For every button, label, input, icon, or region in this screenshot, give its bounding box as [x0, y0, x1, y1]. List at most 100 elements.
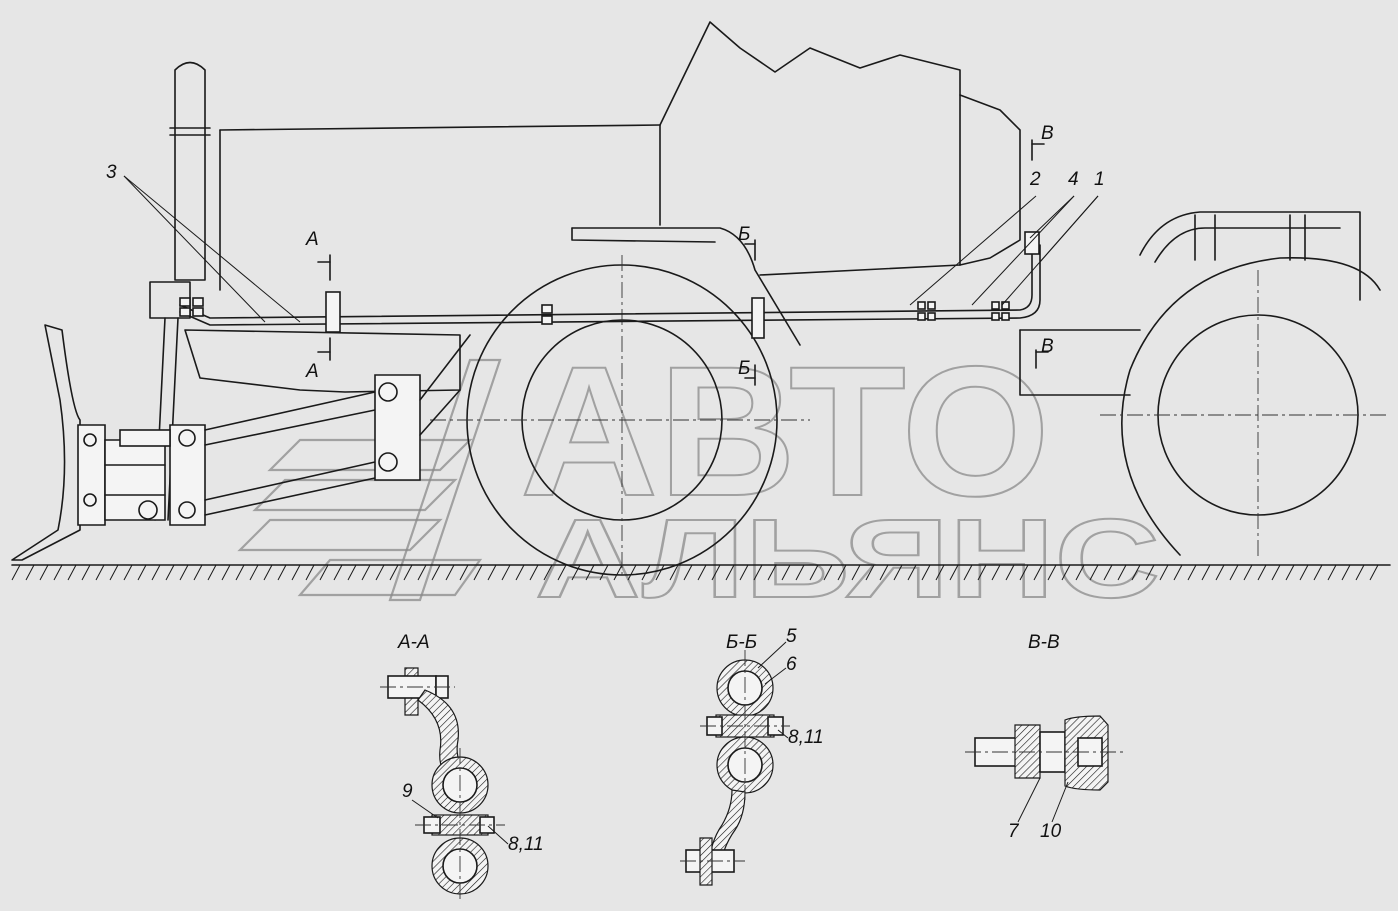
svg-text:3: 3	[106, 162, 117, 183]
ground-hatch-stroke	[655, 564, 665, 581]
section-label-a-bottom: А	[305, 361, 319, 382]
ground-hatch-stroke	[1201, 564, 1211, 581]
ground-hatch-stroke	[1047, 564, 1057, 581]
ground-hatch-stroke	[599, 564, 609, 581]
watermark: АВТО АЛЬЯНС	[237, 328, 1161, 622]
ground-hatch-stroke	[963, 564, 973, 581]
ground-hatch-stroke	[165, 564, 175, 581]
section-view-bb: Б-Б	[680, 632, 790, 886]
ground-hatch-stroke	[53, 564, 63, 581]
svg-text:10: 10	[1040, 821, 1062, 842]
ground-hatch-stroke	[263, 564, 273, 581]
callout-1: 1	[1001, 169, 1105, 306]
ground-hatch-stroke	[767, 564, 777, 581]
ground-hatch-stroke	[529, 564, 539, 581]
svg-text:8,11: 8,11	[508, 834, 544, 855]
callout-4: 4	[971, 169, 1079, 306]
ground-hatch-stroke	[739, 564, 749, 581]
svg-text:7: 7	[1008, 821, 1020, 842]
ground-hatch-stroke	[81, 564, 91, 581]
ground-hatch-stroke	[305, 564, 315, 581]
ground-hatch-stroke	[403, 564, 413, 581]
ground-hatch-stroke	[207, 564, 217, 581]
ground-hatch-stroke	[193, 564, 203, 581]
section-title-vv: В-В	[1028, 632, 1060, 653]
ground-hatch-stroke	[375, 564, 385, 581]
section-marker-a: А А	[305, 229, 331, 382]
section-view-aa: А-А	[380, 632, 505, 900]
ground-hatch-stroke	[1159, 564, 1169, 581]
ground-hatch-stroke	[711, 564, 721, 581]
ground-hatch-stroke	[39, 564, 49, 581]
ground-hatch-stroke	[585, 564, 595, 581]
ground-hatch-stroke	[1215, 564, 1225, 581]
section-label-b-bottom: Б	[738, 358, 750, 379]
ground-hatch-stroke	[851, 564, 861, 581]
ground-hatch-stroke	[151, 564, 161, 581]
ground-hatch-stroke	[501, 564, 511, 581]
ground-hatch-stroke	[1075, 564, 1085, 581]
ground-line	[11, 564, 1391, 581]
ground-hatch-stroke	[781, 564, 791, 581]
svg-text:2: 2	[1029, 169, 1041, 190]
ground-hatch-stroke	[1369, 564, 1379, 581]
callout-6: 6	[764, 654, 797, 685]
ground-hatch-stroke	[557, 564, 567, 581]
line-clamps	[325, 291, 765, 339]
ground-hatch-stroke	[249, 564, 259, 581]
line-coupling-fittings	[179, 231, 1040, 325]
ground-hatch-stroke	[319, 564, 329, 581]
ground-hatch-stroke	[179, 564, 189, 581]
callout-5: 5	[757, 626, 797, 669]
ground-hatch-stroke	[473, 564, 483, 581]
ground-hatch-stroke	[809, 564, 819, 581]
ground-hatch-stroke	[1243, 564, 1253, 581]
ground-hatch-stroke	[1131, 564, 1141, 581]
ground-hatch-stroke	[725, 564, 735, 581]
ground-hatch-stroke	[991, 564, 1001, 581]
ground-hatch-stroke	[921, 564, 931, 581]
ground-hatch-stroke	[347, 564, 357, 581]
ground-hatch-stroke	[627, 564, 637, 581]
ground-hatch-stroke	[823, 564, 833, 581]
ground-hatch-stroke	[1173, 564, 1183, 581]
ground-hatch-stroke	[417, 564, 427, 581]
callout-3: 3	[106, 162, 301, 323]
ground-hatch-stroke	[1341, 564, 1351, 581]
ground-hatch-stroke	[515, 564, 525, 581]
ground-hatch-stroke	[543, 564, 553, 581]
section-label-v-bottom: В	[1041, 336, 1054, 357]
ground-hatch-stroke	[1327, 564, 1337, 581]
ground-hatch-stroke	[1117, 564, 1127, 581]
svg-text:8,11: 8,11	[788, 727, 824, 748]
ground-hatch-stroke	[1005, 564, 1015, 581]
ground-hatch-stroke	[1313, 564, 1323, 581]
ground-hatch-stroke	[907, 564, 917, 581]
ground-hatch-stroke	[1103, 564, 1113, 581]
section-label-a-top: А	[305, 229, 319, 250]
ground-hatch-stroke	[935, 564, 945, 581]
ground-hatch-stroke	[25, 564, 35, 581]
ground-hatch-stroke	[137, 564, 147, 581]
ground-hatch-stroke	[977, 564, 987, 581]
section-label-v-top: В	[1041, 123, 1054, 144]
ground-hatch-stroke	[1285, 564, 1295, 581]
ground-hatch-stroke	[1299, 564, 1309, 581]
hydraulic-lines	[179, 231, 1041, 339]
ground-hatch-stroke	[683, 564, 693, 581]
ground-hatch-stroke	[1229, 564, 1239, 581]
ground-hatch-stroke	[865, 564, 875, 581]
ground-hatch-stroke	[697, 564, 707, 581]
svg-text:1: 1	[1094, 169, 1105, 190]
section-title-aa: А-А	[397, 632, 430, 653]
dozer-blade	[11, 324, 206, 561]
watermark-line1: АВТО	[520, 329, 1050, 535]
callout-10: 10	[1040, 781, 1069, 842]
ground-hatch-stroke	[837, 564, 847, 581]
ground-hatch-stroke	[1089, 564, 1099, 581]
ground-hatch-stroke	[67, 564, 77, 581]
callout-8-11-b: 8,11	[777, 727, 824, 748]
rear-wheel	[1100, 256, 1390, 560]
ground-hatch-stroke	[277, 564, 287, 581]
